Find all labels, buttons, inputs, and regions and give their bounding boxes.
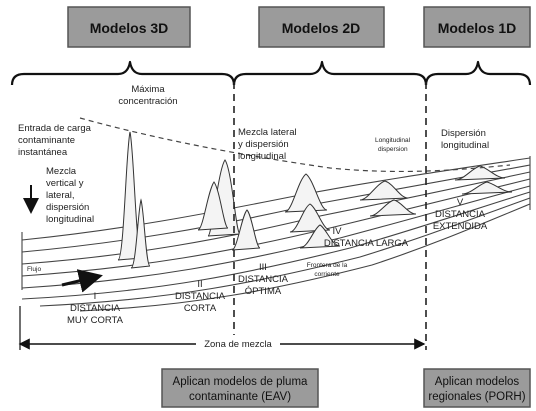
label-zone-iv-num: IV [333,226,343,237]
label-zone-ii-1: DISTANCIA [175,291,226,302]
label-zone-iv-1: DISTANCIA LARGA [324,238,409,249]
concentration-peaks [117,131,513,269]
label-vertical-mix-2: vertical y [46,178,84,189]
flow-arrow [61,269,103,293]
header-models-2d: Modelos 2D [258,6,385,48]
label-input-2: contaminante [18,135,75,146]
label-long-disp-en-1: Longitudinal [375,137,411,144]
label-zone-iii-2: ÓPTIMA [245,286,282,297]
label-vertical-mix-5: longitudinal [46,214,94,225]
brace-1d [424,60,532,86]
label-zone-iii-num: III [259,262,267,273]
label-vertical-mix-4: dispersión [46,202,89,213]
label-input-1: Entrada de carga [18,123,92,134]
svg-text:Modelos 3D: Modelos 3D [90,20,169,36]
label-zone-ii-num: II [197,279,202,290]
label-zone-i-1: DISTANCIA [70,303,121,314]
label-input-3: instantánea [18,147,68,158]
max-concentration-curve [79,117,511,173]
header-models-3d: Modelos 3D [67,6,191,48]
brace-3d [10,60,236,86]
label-zone-v-num: V [457,197,464,208]
label-zone-ii-2: CORTA [184,303,217,314]
label-zone-iii-1: DISTANCIA [238,274,289,285]
label-long-disp-en-2: dispersion [378,146,408,153]
label-zone-v-2: EXTENDIDA [433,221,488,232]
label-current-front-2: corriente [314,271,340,278]
svg-text:contaminante (EAV): contaminante (EAV) [189,391,291,403]
label-zone-v-1: DISTANCIA [435,209,486,220]
label-max-concentration-2: concentración [118,96,177,107]
brace-2d [232,60,428,86]
label-long-disp-es-1: Dispersión [441,128,486,139]
label-zone-i-num: I [94,291,97,302]
svg-text:Aplican modelos de pluma: Aplican modelos de pluma [173,376,308,388]
label-flow: Flujo [27,266,41,273]
mixing-zone-label-bg [196,336,280,350]
svg-text:Modelos 2D: Modelos 2D [282,20,361,36]
label-zone-i-2: MUY CORTA [67,315,124,326]
footer-regional-models: Aplican modelos regionales (PORH) [423,368,531,408]
label-max-concentration-1: Máxima [131,84,165,95]
label-mixing-zone: Zona de mezcla [204,339,272,350]
label-lateral-mix-3: longitudinal [238,151,286,162]
header-models-1d: Modelos 1D [423,6,531,48]
label-vertical-mix-1: Mezcla [46,166,77,177]
svg-text:Aplican modelos: Aplican modelos [435,376,520,388]
label-current-front-1: Frontera de la [307,262,348,269]
label-lateral-mix-1: Mezcla lateral [238,127,297,138]
label-lateral-mix-2: y dispersión [238,139,289,150]
svg-text:Modelos 1D: Modelos 1D [438,20,517,36]
footer-plume-models: Aplican modelos de pluma contaminante (E… [161,368,319,408]
svg-text:regionales (PORH): regionales (PORH) [428,391,525,403]
label-long-disp-es-2: longitudinal [441,140,489,151]
label-vertical-mix-3: lateral, [46,190,75,201]
